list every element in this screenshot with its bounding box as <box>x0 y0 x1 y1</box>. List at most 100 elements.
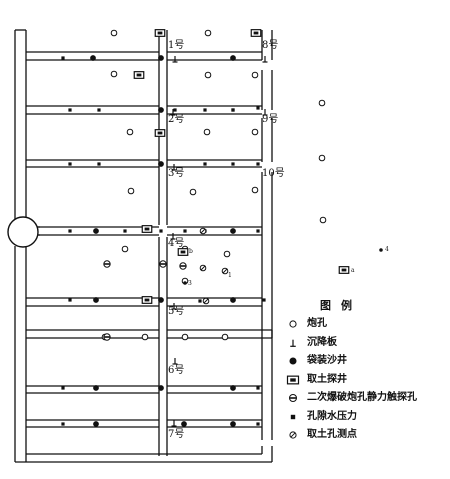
legend-title: 图例 <box>320 299 362 312</box>
small-square-icon <box>97 108 101 112</box>
open-circle-icon <box>204 29 212 37</box>
settlement-plate-icon <box>262 109 268 116</box>
filled-circle-icon <box>230 228 236 234</box>
double-square-icon <box>154 129 166 137</box>
filled-circle-icon <box>183 281 187 285</box>
open-circle-icon <box>121 245 129 253</box>
center-road-lower <box>158 237 168 456</box>
legend-item: 沉降板 <box>286 336 450 350</box>
small-square-icon <box>290 414 296 419</box>
double-square-icon <box>250 29 262 37</box>
settlement-plate-icon <box>171 164 177 171</box>
filled-circle-icon <box>158 297 164 303</box>
legend-item-label: 取土探井 <box>307 373 347 385</box>
small-square-icon <box>256 106 260 110</box>
legend-item-label: 炮孔 <box>307 318 327 329</box>
legend-item: 二次爆破炮孔静力触探孔 <box>286 391 450 405</box>
open-circle-icon <box>318 154 326 162</box>
small-square-icon <box>256 162 260 166</box>
barred-circle-icon <box>103 333 111 341</box>
small-square-icon <box>183 229 187 233</box>
filled-circle-icon <box>90 55 96 61</box>
legend-item-label: 袋装沙井 <box>307 355 347 366</box>
open-circle-icon <box>126 128 134 136</box>
outer-wall-bottom <box>15 446 273 463</box>
small-square-icon <box>68 229 72 233</box>
filled-circle-icon <box>230 385 236 391</box>
open-circle-icon <box>181 333 189 341</box>
legend-item: 袋装沙井 <box>286 354 450 368</box>
open-circle-icon <box>127 187 135 195</box>
double-square-icon <box>133 71 145 79</box>
filled-circle-icon <box>289 357 297 365</box>
filled-circle-icon <box>230 297 236 303</box>
open-circle-icon <box>223 250 231 258</box>
double-square-icon <box>177 248 189 256</box>
open-circle-icon <box>204 71 212 79</box>
filled-circle-icon <box>379 248 383 252</box>
small-square-icon <box>159 229 163 233</box>
settlement-plate-icon <box>171 420 177 427</box>
double-square-icon <box>338 266 350 274</box>
legend-item: 孔隙水压力 <box>286 410 450 424</box>
filled-circle-icon <box>181 421 187 427</box>
settlement-plate-icon <box>170 233 176 240</box>
small-square-icon <box>68 162 72 166</box>
road-strips <box>26 51 273 428</box>
small-square-icon <box>123 229 127 233</box>
plan-symbols <box>61 29 383 427</box>
filled-circle-icon <box>230 55 236 61</box>
slashed-circle-icon <box>221 267 229 275</box>
open-circle-icon <box>110 70 118 78</box>
small-square-icon <box>203 108 207 112</box>
open-circle-icon <box>251 71 259 79</box>
small-square-icon <box>262 298 266 302</box>
filled-circle-icon <box>158 55 164 61</box>
small-square-icon <box>231 108 235 112</box>
double-square-icon <box>154 29 166 37</box>
outer-wall-left <box>14 30 27 462</box>
filled-circle-icon <box>93 385 99 391</box>
filled-circle-icon <box>158 107 164 113</box>
small-square-icon <box>256 422 260 426</box>
small-square-icon <box>256 229 260 233</box>
slashed-circle-icon <box>199 264 207 272</box>
center-road-upper <box>158 30 168 225</box>
legend-item-label: 孔隙水压力 <box>307 410 357 422</box>
small-square-icon <box>61 422 65 426</box>
filled-circle-icon <box>93 421 99 427</box>
site-walls <box>14 29 273 463</box>
small-square-icon <box>173 108 177 112</box>
barred-circle-icon <box>159 260 167 268</box>
open-circle-icon <box>221 333 229 341</box>
open-circle-icon <box>319 216 327 224</box>
settlement-plate-icon <box>171 303 177 310</box>
legend-item: 取土孔测点 <box>286 428 450 442</box>
settlement-plate-icon <box>172 56 178 63</box>
legend-item-label: 取土孔测点 <box>307 429 357 440</box>
double-square-icon <box>286 375 300 384</box>
open-circle-icon <box>141 333 149 341</box>
filled-circle-icon <box>158 161 164 167</box>
legend-item: 取土探井 <box>286 373 450 387</box>
barred-circle-icon <box>179 262 187 270</box>
slashed-circle-icon <box>202 297 210 305</box>
small-square-icon <box>256 386 260 390</box>
slashed-circle-icon <box>289 431 297 439</box>
small-square-icon <box>97 162 101 166</box>
open-circle-icon <box>289 320 297 328</box>
legend-item-label: 沉降板 <box>307 336 337 348</box>
small-square-icon <box>231 162 235 166</box>
double-square-icon <box>141 296 153 304</box>
filled-circle-icon <box>158 385 164 391</box>
filled-circle-icon <box>93 228 99 234</box>
open-circle-icon <box>203 128 211 136</box>
settlement-plate-icon <box>172 358 178 365</box>
legend-item-label: 二次爆破炮孔静力触探孔 <box>307 392 417 403</box>
open-circle-icon <box>251 128 259 136</box>
open-circle-icon <box>110 29 118 37</box>
small-square-icon <box>61 386 65 390</box>
slashed-circle-icon <box>199 227 207 235</box>
center-roads <box>158 30 273 456</box>
